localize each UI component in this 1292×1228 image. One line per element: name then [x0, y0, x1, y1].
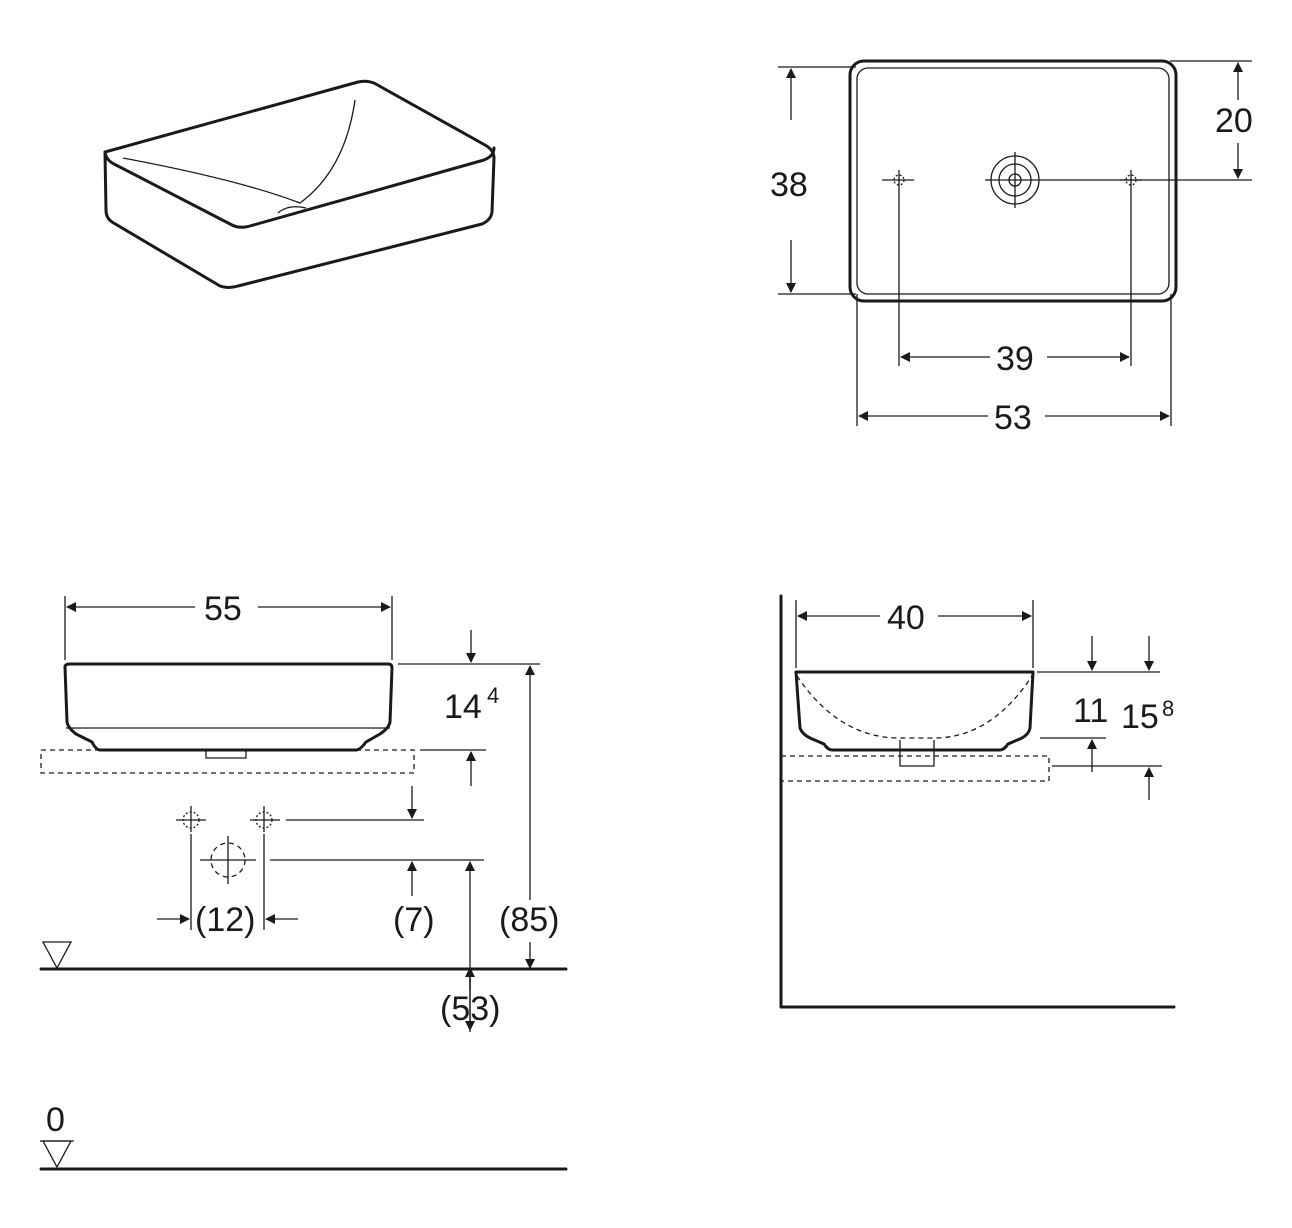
dim-front-tap-spacing-label: (12)	[195, 901, 255, 939]
dim-side-depth-label: 40	[887, 599, 925, 637]
dim-tap-offset-label: (7)	[393, 901, 435, 939]
dim-inner-height-label: 11	[1073, 692, 1108, 730]
dim-height-label: 14	[444, 688, 482, 726]
dim-overall-height-superscript: 8	[1162, 696, 1174, 721]
dim-depth-label: 38	[770, 166, 808, 204]
dim-width-label: 53	[994, 399, 1032, 437]
front-view: 55 14 4 (12) (7) (	[39, 590, 568, 1032]
isometric-view	[103, 79, 496, 289]
dim-drain-height-label: (53)	[440, 990, 500, 1028]
svg-text:14: 14	[444, 688, 482, 726]
dim-rim-height-label: (85)	[499, 901, 559, 939]
dim-tap-spacing-label: 39	[996, 340, 1034, 378]
top-view: 38 20 39 53	[770, 59, 1253, 437]
dim-height-superscript: 4	[487, 683, 499, 708]
dim-drain-offset-label: 20	[1215, 102, 1253, 140]
side-view: 40 11 15 8	[779, 594, 1176, 1009]
dim-overall-height-label: 15	[1121, 698, 1159, 736]
floor-level-zero: 0	[46, 1101, 65, 1139]
dim-front-width-label: 55	[204, 590, 242, 628]
